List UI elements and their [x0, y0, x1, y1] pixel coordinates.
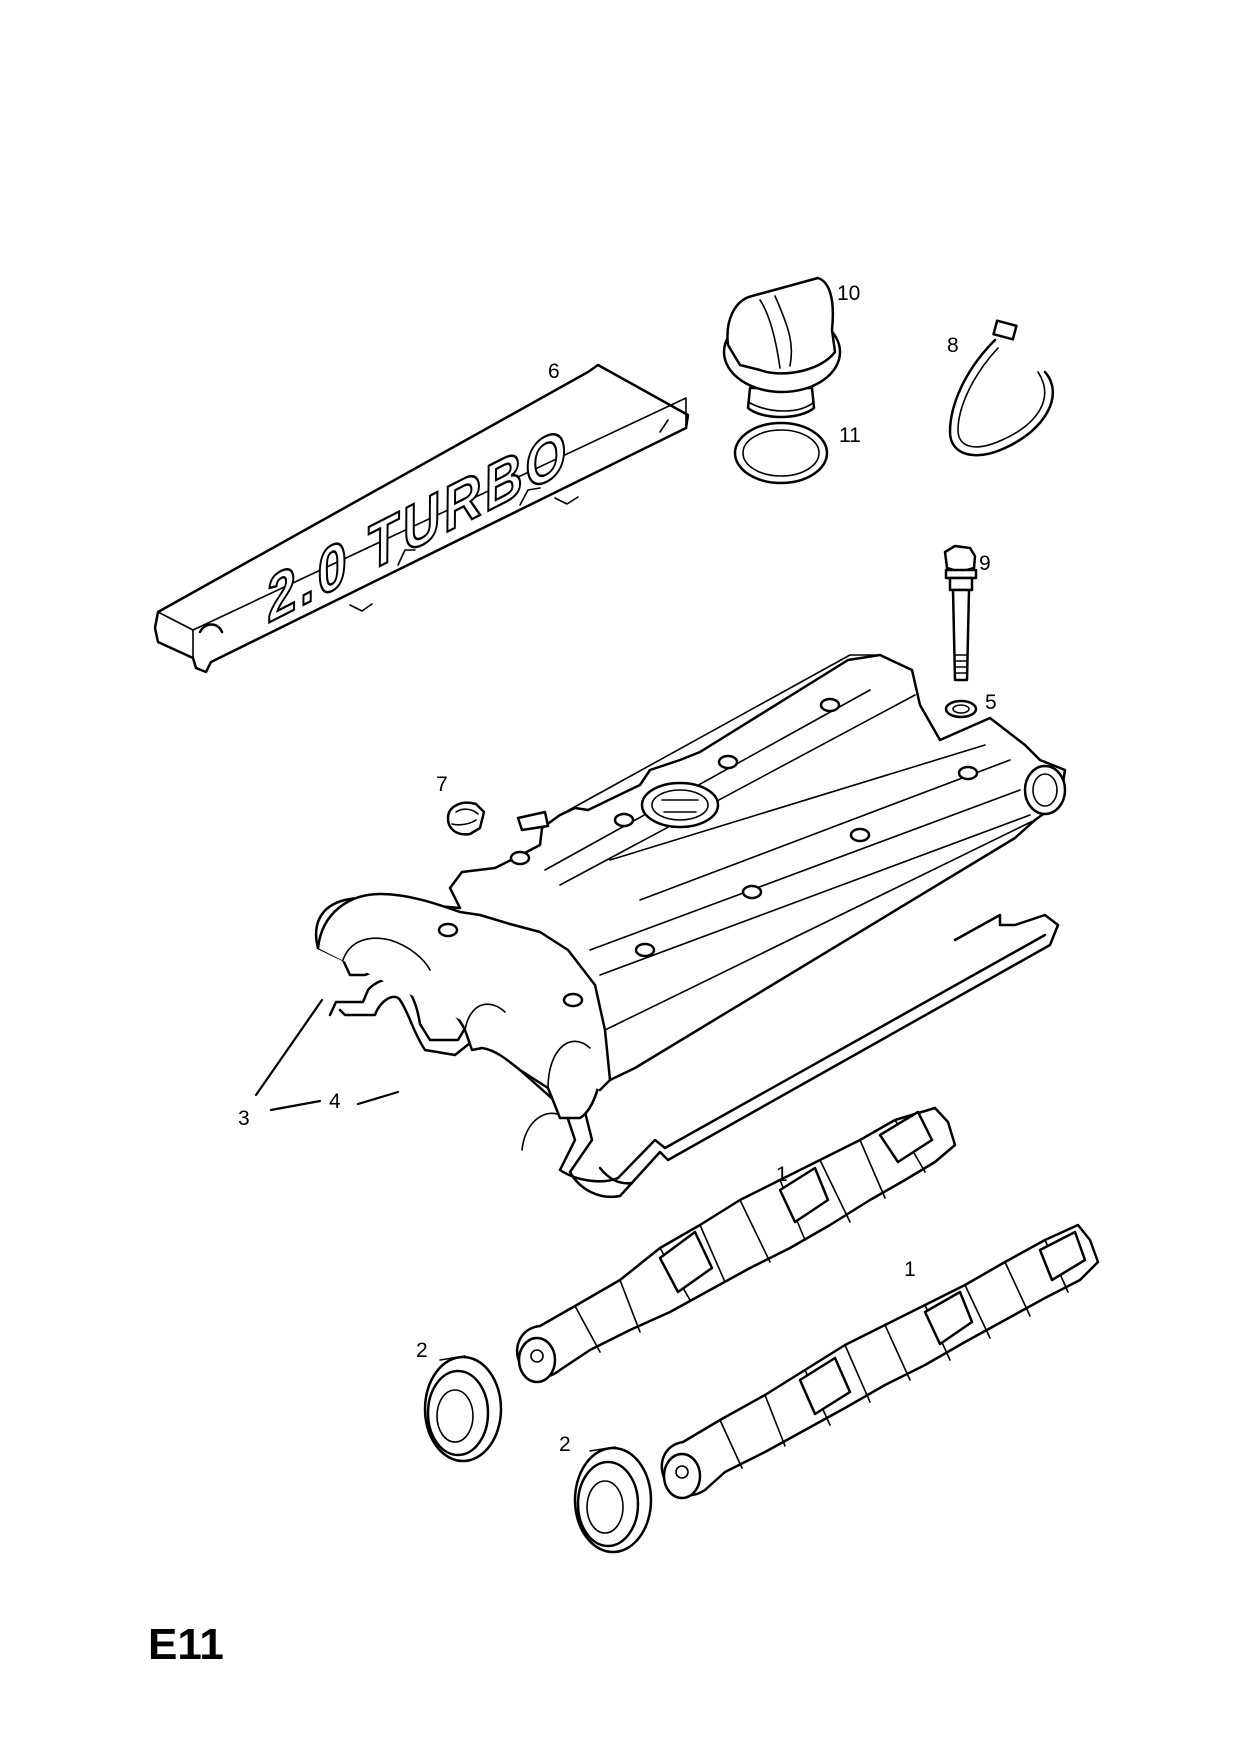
oil-filler-cap — [722, 276, 842, 419]
cable-tie — [948, 319, 1055, 457]
callout-label-1-upper: 1 — [776, 1163, 788, 1186]
valve-cover — [314, 653, 1067, 1120]
camshaft-seal-lower — [573, 1446, 653, 1554]
leader-lines — [254, 998, 400, 1112]
engine-cover-strip: 2.0 TURBO — [153, 363, 690, 674]
callout-label-3: 3 — [238, 1107, 250, 1130]
cover-bolt — [943, 544, 978, 682]
camshaft-upper — [515, 1106, 957, 1384]
callout-label-2-lower: 2 — [559, 1433, 571, 1456]
callout-label-8: 8 — [947, 334, 959, 357]
washer — [944, 699, 978, 719]
callout-label-10: 10 — [837, 282, 860, 305]
camshaft-seal-upper — [423, 1355, 503, 1463]
cover-lettering: 2.0 TURBO — [260, 413, 574, 635]
page-code: E11 — [148, 1620, 224, 1669]
hose-clip — [446, 801, 486, 836]
callout-label-1-lower: 1 — [904, 1258, 916, 1281]
o-ring-seal — [733, 421, 829, 485]
callout-label-11: 11 — [839, 424, 861, 447]
camshaft-lower — [660, 1223, 1100, 1500]
callout-label-5: 5 — [985, 691, 997, 714]
callout-label-7: 7 — [436, 773, 448, 796]
callout-label-2-upper: 2 — [416, 1339, 428, 1362]
callout-label-4: 4 — [329, 1090, 341, 1113]
callout-label-9: 9 — [979, 552, 991, 575]
callout-label-6: 6 — [548, 360, 560, 383]
